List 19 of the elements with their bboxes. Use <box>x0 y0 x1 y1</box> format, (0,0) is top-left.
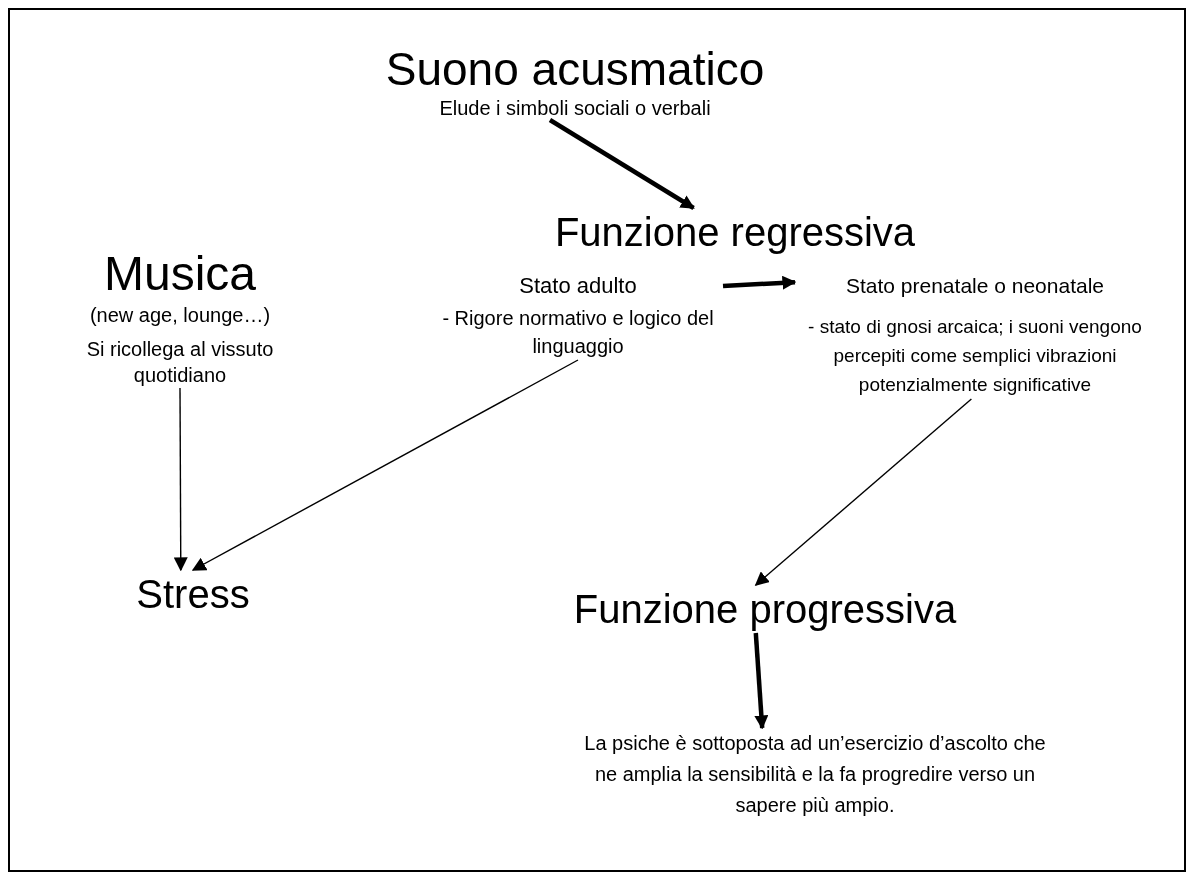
description: - stato di gnosi arcaica; i suoni vengono percepiti come semplici vibrazioni potenzialmente significative <box>807 315 1143 397</box>
arrow <box>722 275 797 290</box>
subtitle: Elude i simboli sociali o verbali <box>439 96 711 120</box>
arrow <box>191 359 579 571</box>
arrow <box>754 398 973 586</box>
arrow <box>548 118 695 210</box>
arrow <box>753 632 769 730</box>
subtitle: (new age, lounge…) <box>89 303 271 328</box>
heading: Musica <box>103 246 256 302</box>
paragraph: La psiche è sottoposta ad un’esercizio d’ascolto che ne amplia la sensibilità e la fa progredire verso un sapere più ampio. <box>583 731 1047 818</box>
heading: Stato prenatale o neonatale <box>845 273 1104 299</box>
heading: Funzione progressiva <box>573 586 957 633</box>
heading: Stress <box>136 571 250 618</box>
arrow <box>173 387 188 572</box>
heading: Stato adulto <box>519 272 637 300</box>
heading: Suono acusmatico <box>385 42 765 96</box>
description: Si ricollega al vissuto quotidiano <box>85 337 275 388</box>
description: - Rigore normativo e logico del linguaggio <box>441 306 715 359</box>
heading: Funzione regressiva <box>554 209 916 256</box>
